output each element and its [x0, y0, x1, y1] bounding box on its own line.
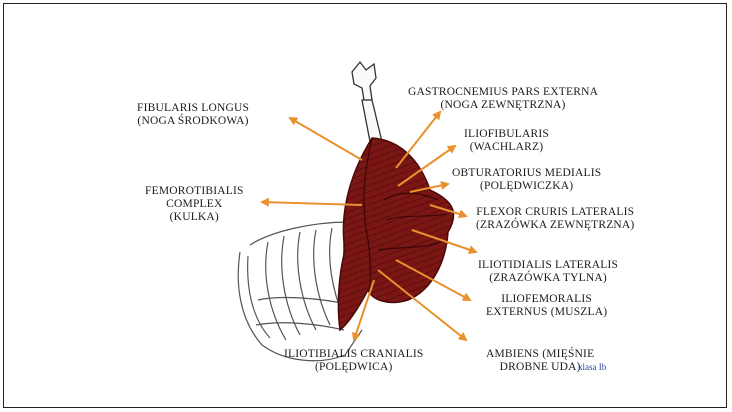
label-iliofemoralis: ILIOFEMORALIS EXTERNUS (MUSZLA) [486, 293, 607, 319]
label-obturatorius: OBTURATORIUS MEDIALIS (POLĘDWICZKA) [452, 167, 601, 193]
label-gastrocnemius: GASTROCNEMIUS PARS EXTERNA (NOGA ZEWNĘTR… [408, 86, 598, 112]
label-femorotibialis: FEMOROTIBIALIS COMPLEX (KULKA) [145, 185, 244, 224]
arrow-fibularis [290, 118, 362, 160]
label-iliotibialis-lat: ILIOTIDIALIS LATERALIS (ZRAZÓWKA TYLNA) [478, 259, 618, 285]
label-iliofibularis: ILIOFIBULARIS (WACHLARZ) [464, 128, 549, 154]
label-flexor: FLEXOR CRURIS LATERALIS (ZRAZÓWKA ZEWNĘT… [476, 206, 634, 232]
label-iliotibialis-cran: ILIOTIBIALIS CRANIALIS (POLĘDWICA) [284, 348, 424, 374]
class-note: klasa Ib [578, 362, 606, 372]
arrow-gastrocnemius [396, 112, 440, 168]
label-fibularis: FIBULARIS LONGUS (NOGA ŚRODKOWA) [137, 102, 249, 128]
